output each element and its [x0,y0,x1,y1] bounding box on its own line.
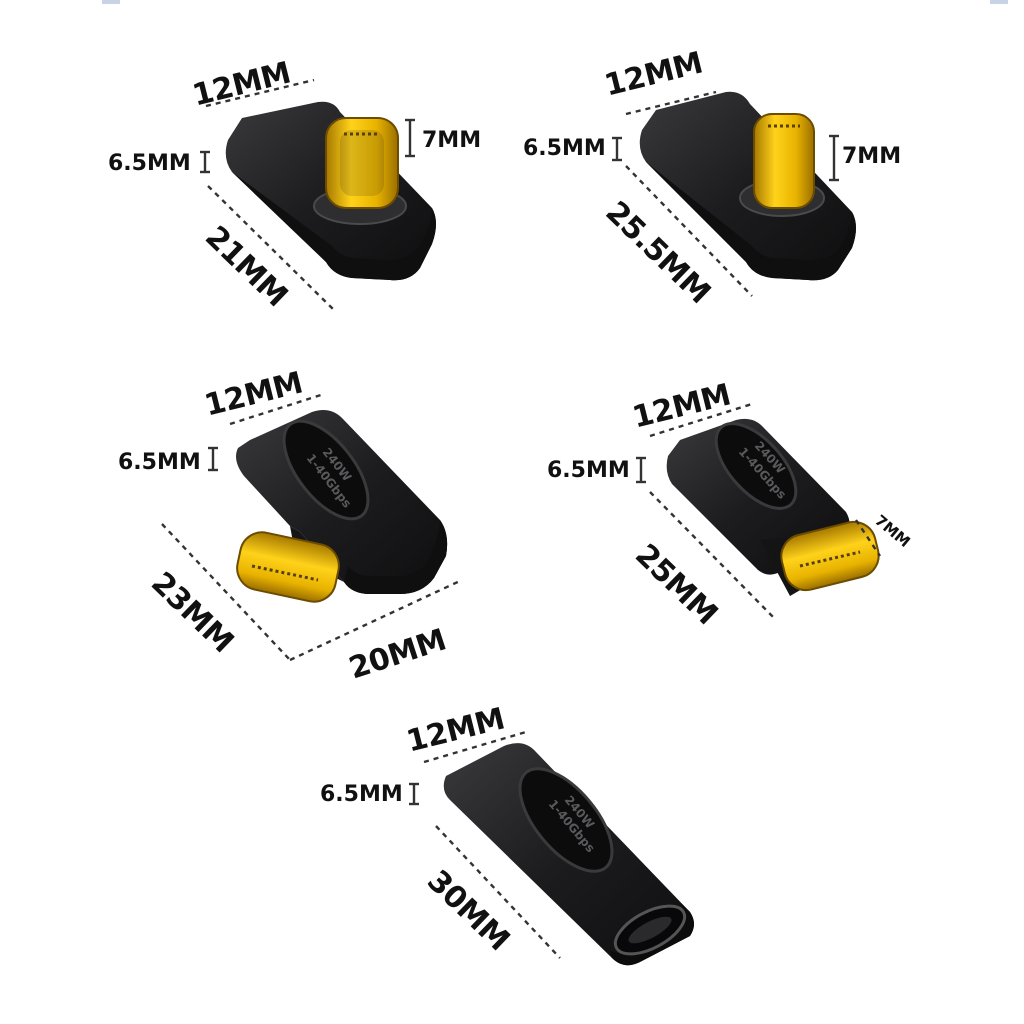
label-connector-1: 7MM [422,128,482,153]
dim-side-3 [289,578,463,662]
adapter-4: 1-40Gbps 240W [666,418,880,596]
usb-c-plug [753,113,815,209]
badge-oval [714,422,798,510]
label-height-4: 6.5MM [547,458,630,483]
dim-length-2 [625,165,753,297]
usb-c-plug [325,117,399,209]
label-height-5: 6.5MM [320,782,403,807]
adapter-5: 1-40Gbps 240W [443,743,694,966]
badge-oval [282,419,370,521]
usb-c-plug [236,531,340,603]
label-connector-2: 7MM [842,144,902,169]
dim-connector-4 [855,519,881,557]
label-height-3: 6.5MM [118,450,201,475]
badge-oval [518,767,614,873]
dim-length-5 [435,825,561,959]
corner-mark-right [990,0,1008,4]
adapter-2 [639,91,856,281]
dim-length-3 [161,523,291,661]
dim-width-1 [205,78,315,108]
label-height-2: 6.5MM [523,136,606,161]
dim-width-3 [229,392,325,426]
adapter-3: 1-40Gbps 240W [236,410,448,603]
dim-width-5 [423,730,527,764]
corner-mark-left [102,0,120,4]
adapter-1 [225,101,436,281]
usb-c-plug [780,520,880,592]
dim-width-4 [649,402,753,438]
label-height-1: 6.5MM [108,151,191,176]
